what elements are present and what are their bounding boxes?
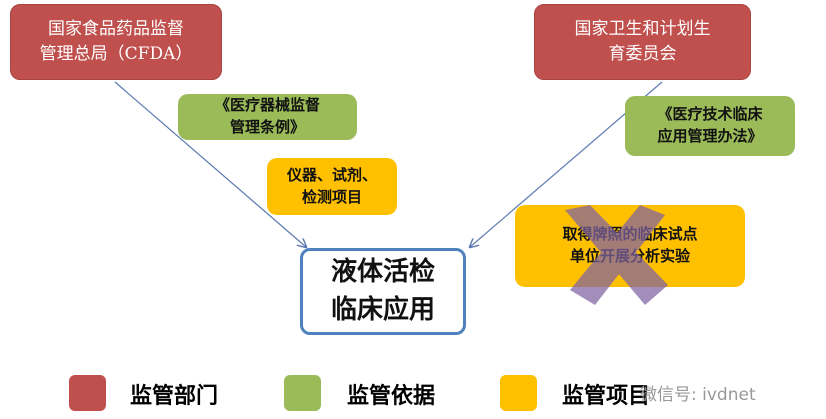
watermark: 微信号: ivdnet [640, 385, 756, 405]
center-liquid-biopsy: 液体活检 临床应用 [300, 248, 466, 335]
legend-swatch-dept [69, 375, 106, 411]
legend-swatch-item [500, 375, 537, 411]
legend-swatch-basis [284, 375, 321, 411]
basis-left: 《医疗器械监督 管理条例》 [178, 94, 357, 140]
legend-label-item: 监管项目 [562, 383, 651, 409]
dept-cfda: 国家食品药品监督 管理总局（CFDA） [10, 4, 222, 80]
item-right: 取得牌照的临床试点 单位开展分析实验 [515, 205, 745, 287]
item-left: 仪器、试剂、 检测项目 [267, 158, 397, 215]
arrow-left [114, 81, 306, 247]
legend-label-basis: 监管依据 [347, 383, 436, 409]
basis-right: 《医疗技术临床 应用管理办法》 [625, 96, 795, 156]
legend-label-dept: 监管部门 [130, 383, 219, 409]
dept-nhfpc: 国家卫生和计划生 育委员会 [534, 4, 751, 80]
